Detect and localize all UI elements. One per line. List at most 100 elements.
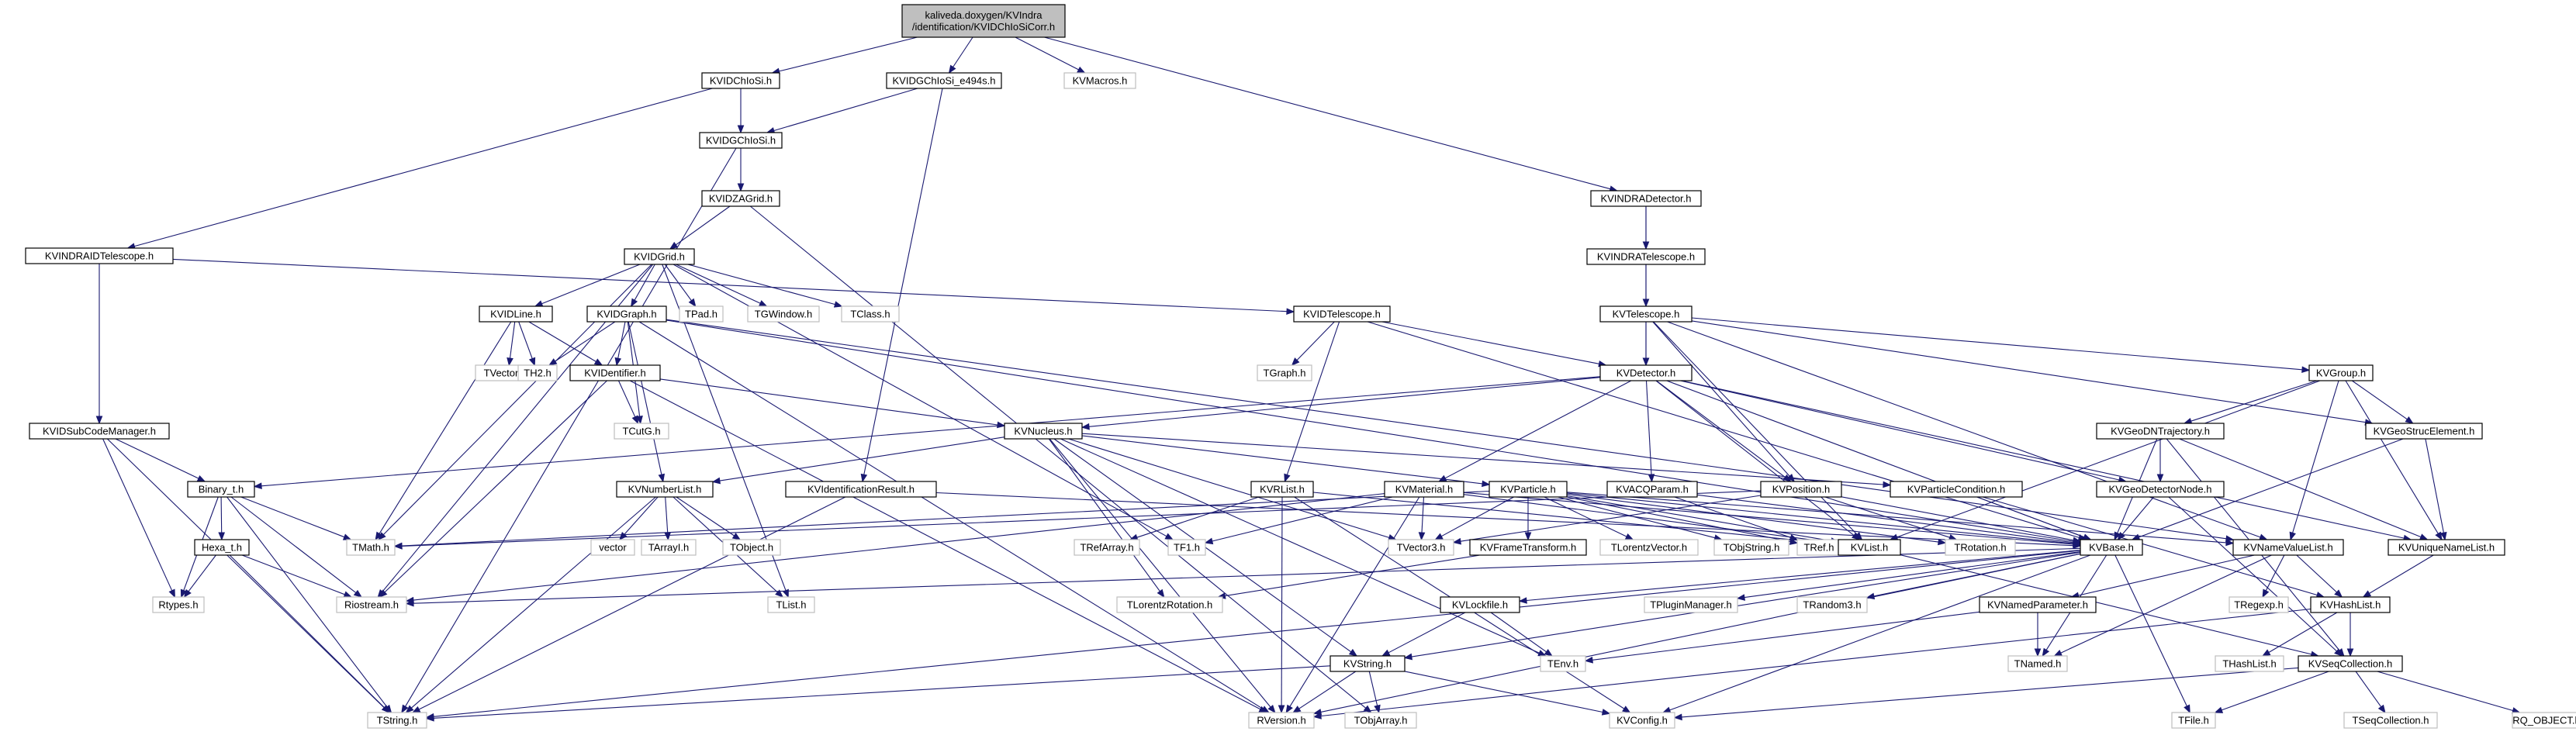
- node-KVIDLine[interactable]: KVIDLine.h: [479, 305, 553, 323]
- node-KVPosition[interactable]: KVPosition.h: [1760, 481, 1842, 498]
- node-KVIDGrid[interactable]: KVIDGrid.h: [624, 248, 695, 265]
- node-box: [2310, 596, 2391, 613]
- edge-KVIDZAGrid-to-KVIDGrid: [669, 205, 731, 250]
- node-KVBase[interactable]: KVBase.h: [2080, 539, 2143, 556]
- node-KVNameValueList[interactable]: KVNameValueList.h: [2232, 539, 2344, 556]
- node-KVIdentificationResult[interactable]: KVIdentificationResult.h: [785, 481, 937, 498]
- node-KVSeqCollection[interactable]: KVSeqCollection.h: [2298, 655, 2403, 672]
- node-box: [2365, 423, 2483, 440]
- edge-KVIDTelescope-to-KVRList: [1284, 321, 1340, 483]
- node-label: Riostream.h: [344, 599, 399, 611]
- edge-KVNameValueList-to-TRegexp: [2262, 554, 2285, 599]
- graph-edges: [95, 36, 2521, 722]
- edge-KVIDTelescope-to-TGraph: [1291, 321, 1335, 366]
- edge-KVDetector-to-KVACQParam: [1645, 380, 1655, 483]
- node-box: [1248, 712, 1315, 729]
- edge-KVPosition-to-TRotation: [1824, 496, 1958, 541]
- node-label: TRotation.h: [1954, 542, 2006, 554]
- node-TCutG: TCutG.h: [614, 423, 669, 440]
- edge-KVRList-to-RVersion: [1278, 496, 1285, 714]
- node-KVRList[interactable]: KVRList.h: [1250, 481, 1314, 498]
- node-box: [1599, 364, 1693, 381]
- node-KVACQParam[interactable]: KVACQParam.h: [1606, 481, 1698, 498]
- node-KVIDTelescope[interactable]: KVIDTelescope.h: [1293, 305, 1391, 323]
- node-KVNumberList[interactable]: KVNumberList.h: [616, 481, 714, 498]
- node-KVIDZAGrid[interactable]: KVIDZAGrid.h: [701, 190, 780, 207]
- node-label: KVList.h: [1851, 542, 1888, 554]
- node-KVParticleCondition[interactable]: KVParticleCondition.h: [1890, 481, 2023, 498]
- node-KVGeoDNTrajectory[interactable]: KVGeoDNTrajectory.h: [2096, 423, 2225, 440]
- edge-KVString-to-RVersion: [1292, 671, 1357, 713]
- node-root: kaliveda.doxygen/KVIndra/identification/…: [901, 4, 1066, 38]
- node-KVGeoStrucElement[interactable]: KVGeoStrucElement.h: [2365, 423, 2483, 440]
- edge-KVHashList-to-KVSeqCollection: [2346, 612, 2354, 657]
- edge-KVIDentifier-to-KVNucleus: [659, 378, 1006, 429]
- edge-KVIDGraph-to-RVersion: [638, 321, 1271, 713]
- node-label: vector: [599, 542, 627, 554]
- node-KVINDRAIDTelescope[interactable]: KVINDRAIDTelescope.h: [25, 247, 174, 264]
- node-KVNamedParameter[interactable]: KVNamedParameter.h: [1979, 596, 2097, 613]
- node-label: TSeqCollection.h: [2353, 715, 2429, 726]
- node-label: KVUniqueNameList.h: [2398, 542, 2495, 554]
- node-box: [1004, 423, 1083, 440]
- node-KVParticle[interactable]: KVParticle.h: [1489, 481, 1568, 498]
- node-KVGroup[interactable]: KVGroup.h: [2308, 364, 2374, 381]
- node-box: [1644, 596, 1738, 613]
- edge-KVUniqueNameList-to-KVHashList: [2362, 554, 2434, 598]
- node-KVIDGChIoSi_e494s[interactable]: KVIDGChIoSi_e494s.h: [886, 72, 1002, 89]
- graph-nodes: kaliveda.doxygen/KVIndra/identification/…: [25, 4, 2576, 729]
- edge-KVNameValueList-to-KVNamedParameter: [2070, 554, 2255, 599]
- edge-KVString-to-KVConfig: [1404, 671, 1611, 716]
- node-TF1: TF1.h: [1167, 539, 1206, 556]
- node-Hexa_t[interactable]: Hexa_t.h: [194, 539, 250, 556]
- node-KVINDRADetector[interactable]: KVINDRADetector.h: [1590, 190, 1702, 207]
- edge-KVFrameTransform-to-TLorentzRotation: [1217, 554, 1480, 599]
- node-box: [336, 596, 407, 613]
- node-KVString[interactable]: KVString.h: [1329, 655, 1406, 672]
- node-label: KVMacros.h: [1073, 75, 1128, 87]
- node-KVIDGraph[interactable]: KVIDGraph.h: [586, 305, 667, 323]
- node-KVIDChIoSi[interactable]: KVIDChIoSi.h: [701, 72, 780, 89]
- node-label: Rtypes.h: [158, 599, 198, 611]
- node-box: [1606, 481, 1698, 498]
- node-box: [25, 247, 174, 264]
- node-KVTelescope[interactable]: KVTelescope.h: [1599, 305, 1693, 323]
- node-Binary_t[interactable]: Binary_t.h: [187, 481, 255, 498]
- edge-KVIDGraph-to-KVNumberList: [628, 321, 666, 483]
- node-KVIDentifier[interactable]: KVIDentifier.h: [569, 364, 661, 381]
- node-box: [1609, 712, 1675, 729]
- node-KVMaterial[interactable]: KVMaterial.h: [1384, 481, 1464, 498]
- edge-KVGroup-to-KVUniqueNameList: [2345, 380, 2443, 541]
- node-KVList[interactable]: KVList.h: [1838, 539, 1901, 556]
- edge-KVIDGrid-to-KVIDGraph: [631, 264, 655, 308]
- edge-KVINDRAIDTelescope-to-KVIDSubCodeManager: [95, 264, 103, 425]
- node-KVDetector[interactable]: KVDetector.h: [1599, 364, 1693, 381]
- node-label: KVHashList.h: [2320, 599, 2381, 611]
- node-KVLockfile[interactable]: KVLockfile.h: [1440, 596, 1520, 613]
- node-KVGeoDetectorNode[interactable]: KVGeoDetectorNode.h: [2096, 481, 2225, 498]
- node-box: [1440, 596, 1520, 613]
- node-KVNucleus[interactable]: KVNucleus.h: [1004, 423, 1083, 440]
- edge-KVIDGChIoSi-to-TString: [401, 147, 737, 714]
- node-KVUniqueNameList[interactable]: KVUniqueNameList.h: [2388, 539, 2505, 556]
- node-TPad: TPad.h: [679, 305, 724, 323]
- node-label: KVConfig.h: [1616, 715, 1668, 726]
- edge-KVNumberList-to-TString: [405, 496, 656, 713]
- node-KVIDGChIoSi[interactable]: KVIDGChIoSi.h: [699, 132, 783, 149]
- node-KVHashList[interactable]: KVHashList.h: [2310, 596, 2391, 613]
- node-box: [701, 72, 780, 89]
- node-label: TRandom3.h: [1803, 599, 1861, 611]
- edge-KVIDLine-to-TH2: [518, 321, 536, 367]
- node-KVFrameTransform[interactable]: KVFrameTransform.h: [1469, 539, 1587, 556]
- edge-KVIDSubCodeManager-to-TString: [106, 438, 390, 713]
- node-KVIDSubCodeManager[interactable]: KVIDSubCodeManager.h: [29, 423, 170, 440]
- edge-KVGeoStrucElement-to-KVUniqueNameList: [2425, 438, 2447, 541]
- node-label: TFile.h: [2178, 715, 2209, 726]
- node-box: [641, 539, 697, 556]
- edge-KVIDChIoSi-to-KVIDGChIoSi: [737, 88, 745, 134]
- node-label: TRefArray.h: [1080, 542, 1133, 554]
- node-Riostream: Riostream.h: [336, 596, 407, 613]
- node-KVINDRATelescope[interactable]: KVINDRATelescope.h: [1586, 248, 1706, 265]
- node-TNamed: TNamed.h: [2007, 655, 2068, 672]
- node-label: TNamed.h: [2014, 658, 2062, 670]
